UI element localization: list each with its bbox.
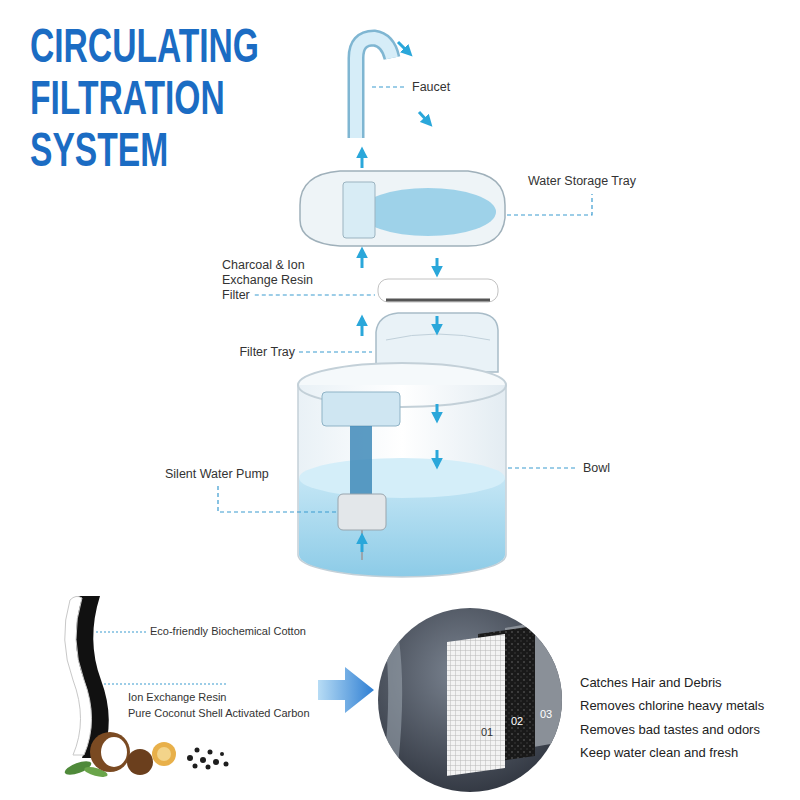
pump-cable — [361, 530, 363, 560]
flow-arrow — [361, 150, 364, 168]
leader-line — [96, 683, 228, 684]
feature-text: Keep water clean and fresh — [580, 745, 738, 761]
flow-arrow — [436, 258, 439, 274]
leader-line — [299, 351, 372, 352]
tray-rim — [386, 334, 490, 340]
part-label: Bowl — [583, 461, 610, 476]
layer-label: Ion Exchange Resin — [128, 691, 226, 704]
feature-text: Removes bad tastes and odors — [580, 722, 760, 738]
layer-label: Pure Coconut Shell Activated Carbon — [128, 707, 310, 720]
leader-line — [372, 86, 407, 87]
faucet-drawing — [356, 38, 392, 138]
part-label: Silent Water Pump — [165, 467, 269, 482]
leader-line — [255, 294, 375, 295]
flow-arrow — [398, 42, 410, 54]
coconut — [127, 749, 153, 775]
part-label: Faucet — [412, 80, 450, 95]
bowl-outline — [298, 385, 506, 577]
flow-arrow — [436, 450, 439, 466]
callout-number: 01 — [481, 726, 493, 739]
direction-arrow — [318, 667, 374, 713]
fruit-slice — [157, 747, 171, 761]
faucet-tube — [388, 640, 395, 790]
filter-block — [378, 279, 498, 302]
leader-lines — [96, 632, 228, 684]
filter-layers-inset — [378, 608, 562, 792]
flow-arrow — [436, 316, 439, 332]
layer-label: Eco-friendly Biochemical Cotton — [150, 625, 306, 638]
bowl-drawing — [298, 363, 506, 577]
flow-arrow — [361, 250, 364, 268]
tray-chute — [343, 182, 375, 238]
flow-arrow — [361, 318, 364, 336]
filter-drawing — [378, 279, 498, 302]
layer-01 — [447, 634, 505, 776]
pump-tube — [350, 426, 372, 496]
leader-line — [218, 486, 336, 512]
feature-text: Catches Hair and Debris — [580, 675, 722, 691]
leader-line — [507, 194, 592, 215]
leader-line — [96, 631, 146, 632]
part-label: Water Storage Tray — [528, 174, 636, 189]
flow-arrow — [419, 112, 430, 124]
water-storage-tray-drawing — [300, 171, 505, 246]
filter-edge — [386, 299, 490, 302]
tray-water — [360, 188, 496, 236]
faucet-tube — [356, 38, 392, 138]
pump-body — [338, 494, 386, 530]
bowl-body — [298, 385, 506, 577]
part-label: Filter Tray — [239, 345, 295, 360]
faucet-tube — [356, 38, 392, 138]
flow-arrow — [436, 404, 439, 420]
fruit-slice — [152, 742, 176, 766]
part-label: Charcoal & Ion Exchange Resin Filter — [222, 258, 337, 303]
coconut-carbon-picture — [63, 732, 228, 779]
inset-ground — [378, 608, 562, 792]
pump-housing — [322, 392, 400, 426]
page-title: CIRCULATING FILTRATION SYSTEM — [30, 20, 268, 176]
leader-lines — [218, 87, 592, 512]
water-surface — [299, 458, 505, 498]
tray-shell — [300, 171, 505, 246]
cotton-layer — [65, 596, 92, 755]
leader-line — [508, 467, 578, 468]
callout-number: 02 — [511, 715, 523, 728]
flow-arrow — [361, 536, 364, 552]
coconut-flesh — [101, 737, 127, 767]
flow-arrows — [362, 42, 437, 552]
feature-text: Removes chlorine heavy metals — [580, 698, 764, 714]
callout-number: 03 — [540, 708, 552, 721]
carbon-granules — [187, 748, 229, 770]
coconut — [90, 732, 130, 772]
